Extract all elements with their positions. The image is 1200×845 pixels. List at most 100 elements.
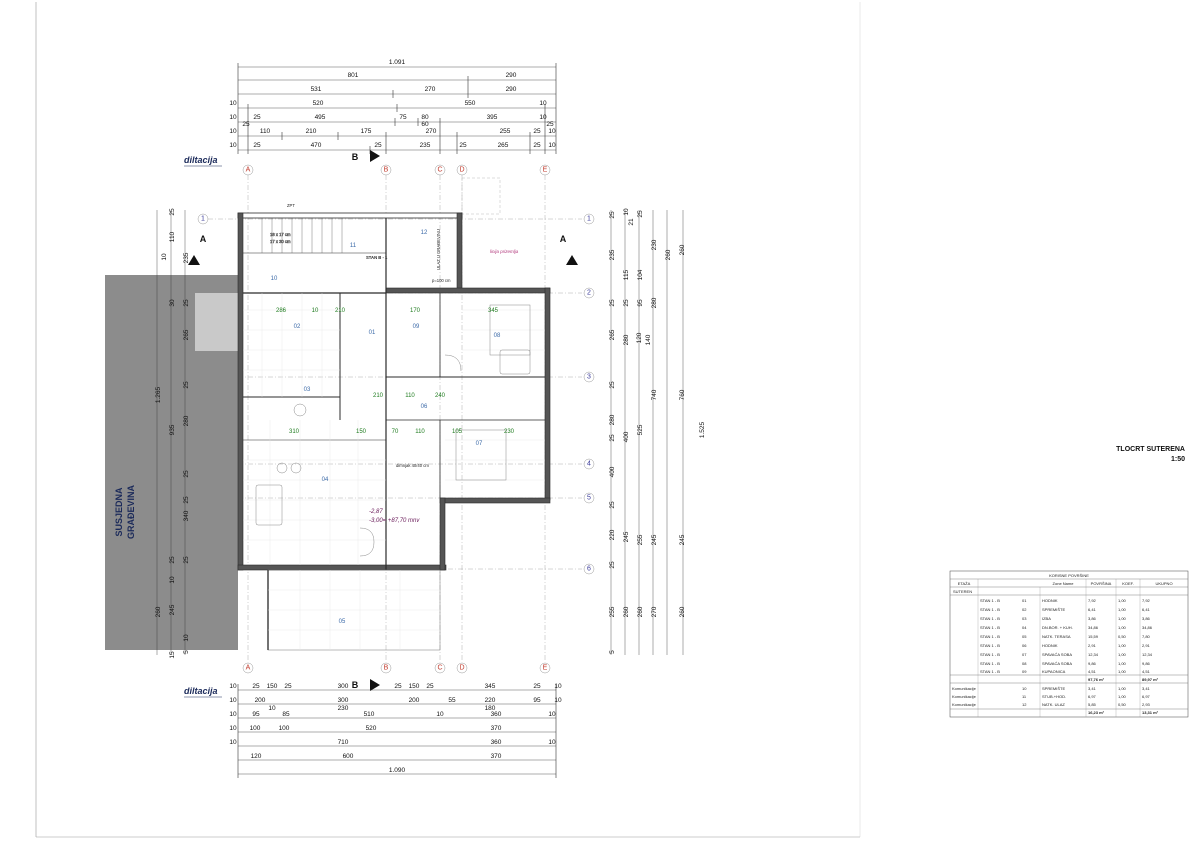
svg-text:07: 07 xyxy=(1022,652,1027,657)
svg-text:105: 105 xyxy=(452,429,463,435)
room-10: 10 xyxy=(271,276,278,282)
svg-text:1,00: 1,00 xyxy=(1118,669,1127,674)
svg-text:210: 210 xyxy=(373,393,384,399)
svg-text:115: 115 xyxy=(623,269,630,280)
dim-label: 60 xyxy=(421,121,429,128)
dim-label: 10 xyxy=(229,128,237,135)
svg-text:760: 760 xyxy=(679,389,686,400)
dim-label: 10 xyxy=(539,100,547,107)
svg-text:1,00: 1,00 xyxy=(1118,661,1127,666)
svg-text:1,00: 1,00 xyxy=(1118,607,1127,612)
svg-text:E: E xyxy=(543,665,548,672)
level-mark-2: -3,00= +87,70 mnv xyxy=(369,518,420,524)
right-dim-labels-c3: 25 104 95 140 525 255 260 xyxy=(637,210,652,617)
svg-text:DN.BOR. + KUH.: DN.BOR. + KUH. xyxy=(1042,625,1073,630)
svg-text:1,00: 1,00 xyxy=(1118,616,1127,621)
svg-text:STAN 1 - B: STAN 1 - B xyxy=(980,607,1000,612)
top-dim-ticks xyxy=(237,63,557,154)
svg-text:935: 935 xyxy=(169,424,176,435)
svg-text:A: A xyxy=(246,665,251,672)
svg-text:D: D xyxy=(459,167,464,174)
svg-text:B: B xyxy=(352,152,359,162)
dim-total-bottom: 1.090 xyxy=(389,767,406,774)
svg-text:1,00: 1,00 xyxy=(1118,694,1127,699)
svg-text:100: 100 xyxy=(250,725,261,732)
svg-text:25: 25 xyxy=(609,434,616,442)
svg-text:STAN 1 - B: STAN 1 - B xyxy=(980,634,1000,639)
svg-text:10: 10 xyxy=(554,683,562,690)
svg-text:A: A xyxy=(560,234,567,244)
svg-text:9,86: 9,86 xyxy=(1088,661,1097,666)
svg-text:300: 300 xyxy=(338,683,349,690)
svg-text:245: 245 xyxy=(169,604,176,615)
section-mark-a-right: A xyxy=(560,234,578,265)
dim-label: 270 xyxy=(426,128,437,135)
svg-text:STAN 1 - B: STAN 1 - B xyxy=(980,652,1000,657)
axis-bubbles-bottom: A B C D E xyxy=(242,662,551,674)
svg-text:02: 02 xyxy=(1022,607,1027,612)
svg-text:NATK. ULAZ: NATK. ULAZ xyxy=(1042,702,1065,707)
svg-text:3,41: 3,41 xyxy=(1142,686,1151,691)
svg-text:1,00: 1,00 xyxy=(1118,598,1127,603)
svg-text:2,93: 2,93 xyxy=(1142,702,1151,707)
svg-text:Komunikacije: Komunikacije xyxy=(952,702,977,707)
svg-text:10: 10 xyxy=(229,697,237,704)
table-header: KOEF. xyxy=(1122,581,1134,586)
svg-text:01: 01 xyxy=(1022,598,1027,603)
svg-text:1,00: 1,00 xyxy=(1118,686,1127,691)
svg-text:525: 525 xyxy=(637,424,644,435)
dim-label: 210 xyxy=(306,128,317,135)
svg-text:200: 200 xyxy=(409,697,420,704)
svg-text:280: 280 xyxy=(609,414,616,425)
svg-text:230: 230 xyxy=(504,429,515,435)
svg-text:150: 150 xyxy=(267,683,278,690)
dim-label: 25 xyxy=(253,142,261,149)
svg-text:10: 10 xyxy=(548,739,556,746)
svg-text:95: 95 xyxy=(533,697,541,704)
svg-text:34,86: 34,86 xyxy=(1142,625,1153,630)
svg-text:370: 370 xyxy=(491,725,502,732)
svg-text:12,34: 12,34 xyxy=(1142,652,1153,657)
dim-label: 265 xyxy=(498,142,509,149)
right-dim-labels-c1: 25 235 25 265 25 280 25 400 25 220 25 25… xyxy=(609,211,616,654)
svg-text:B: B xyxy=(384,665,389,672)
svg-text:25: 25 xyxy=(252,683,260,690)
table-header: Zone Name xyxy=(1053,581,1075,586)
svg-text:13,31 m²: 13,31 m² xyxy=(1142,710,1159,715)
svg-text:STAN 1 - B: STAN 1 - B xyxy=(980,598,1000,603)
svg-text:286: 286 xyxy=(276,308,287,314)
svg-text:5,85: 5,85 xyxy=(1088,702,1097,707)
dim-label: 10 xyxy=(539,114,547,121)
svg-text:E: E xyxy=(543,167,548,174)
svg-text:p=100 cm: p=100 cm xyxy=(432,278,451,283)
top-dim-labels: 1.091 801 290 531 270 290 10 520 550 10 … xyxy=(229,59,556,149)
svg-text:25: 25 xyxy=(183,470,190,478)
room-01: 01 xyxy=(369,330,376,336)
svg-text:3: 3 xyxy=(587,374,591,381)
room-08: 08 xyxy=(494,333,501,339)
svg-text:3,41: 3,41 xyxy=(1088,686,1097,691)
zpt-band: ZPT xyxy=(287,177,501,215)
svg-text:dimnjak 40/40 cm: dimnjak 40/40 cm xyxy=(396,463,429,468)
svg-text:260: 260 xyxy=(679,244,686,255)
bottom-dimensions xyxy=(238,689,556,775)
svg-text:245: 245 xyxy=(651,534,658,545)
svg-text:235: 235 xyxy=(609,249,616,260)
svg-text:85: 85 xyxy=(282,711,290,718)
svg-text:300: 300 xyxy=(338,697,349,704)
svg-text:7,92: 7,92 xyxy=(1142,598,1151,603)
dilatation-label-top: diltacija xyxy=(184,155,218,165)
table-header: ETAŽA xyxy=(958,581,971,586)
svg-text:310: 310 xyxy=(289,429,300,435)
svg-text:255: 255 xyxy=(637,534,644,545)
svg-text:6: 6 xyxy=(587,566,591,573)
svg-text:18 x 17 cm: 18 x 17 cm xyxy=(270,232,291,237)
svg-text:25: 25 xyxy=(609,211,616,219)
svg-text:104: 104 xyxy=(637,269,644,280)
dim-label: 25 xyxy=(253,114,261,121)
dilatation-label-bottom: diltacija xyxy=(184,686,218,696)
svg-text:7,80: 7,80 xyxy=(1142,634,1151,639)
